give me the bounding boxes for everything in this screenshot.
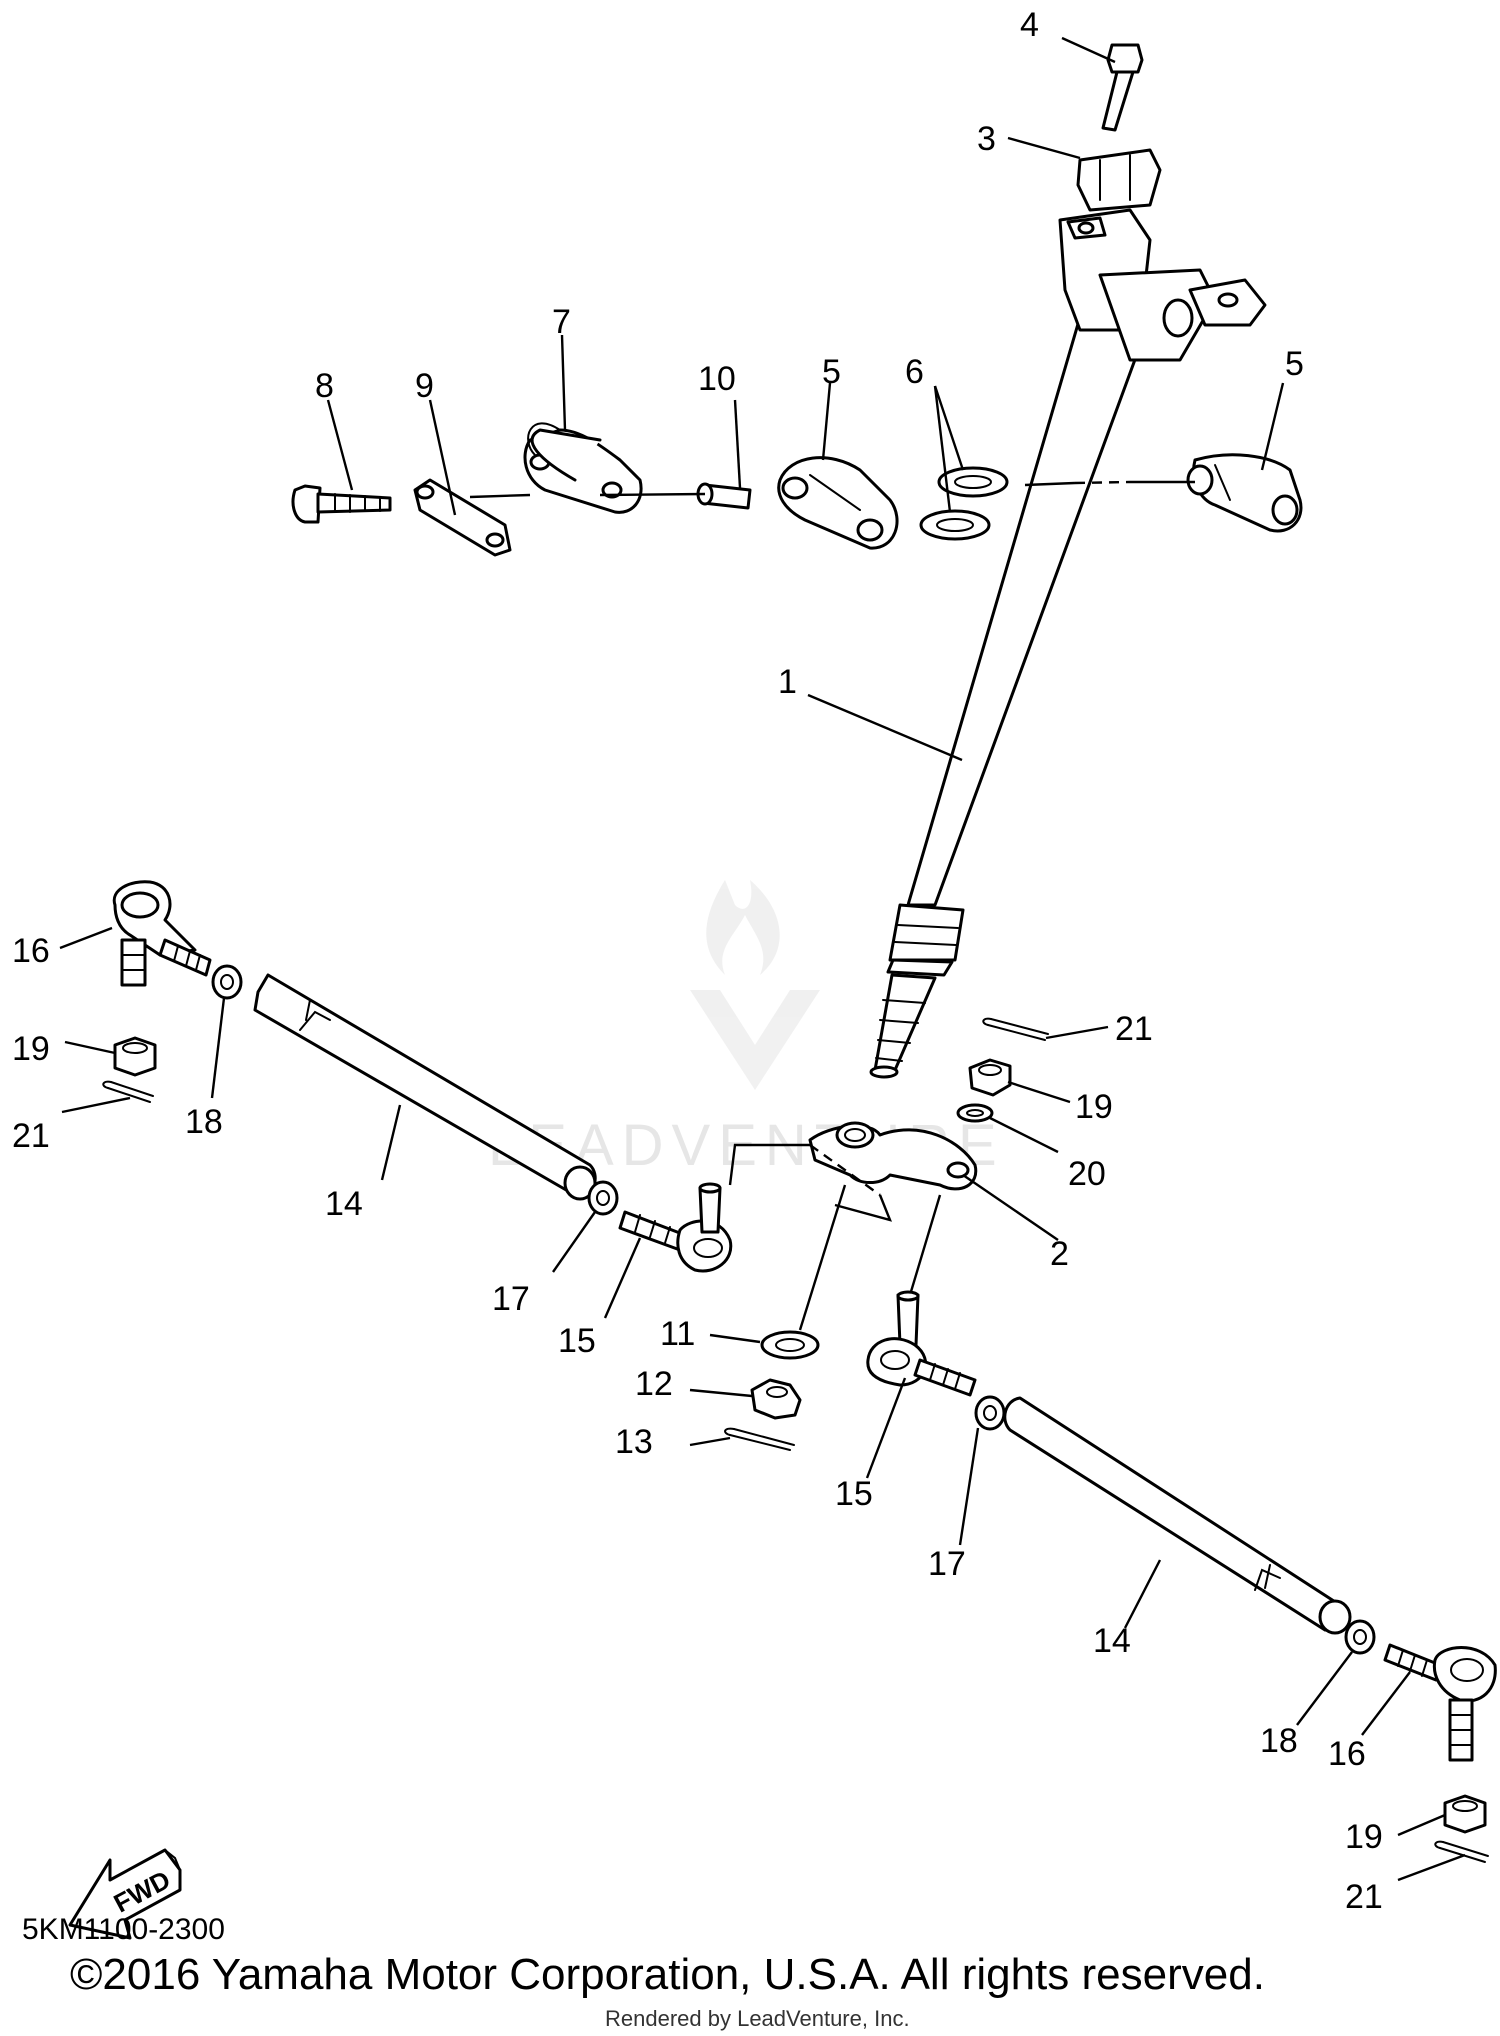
callout-16-right: 16: [1328, 1735, 1366, 1773]
part-1-top-bracket: [1058, 208, 1267, 362]
part-19-nut-right: [1443, 1794, 1487, 1834]
callout-5-left: 5: [822, 353, 841, 391]
watermark-logo: [690, 880, 820, 1090]
leader-lines: [59, 36, 1466, 1882]
part-20-washer: [956, 1103, 994, 1123]
part-4-bolt: [1101, 43, 1144, 132]
part-13-cotter-pin: [724, 1427, 795, 1451]
part-21-pin-upper: [982, 1017, 1049, 1041]
callout-20: 20: [1068, 1155, 1106, 1193]
callout-6: 6: [905, 353, 924, 391]
callout-14-left: 14: [325, 1185, 363, 1223]
part-19-nut-left: [113, 1036, 157, 1077]
callout-13: 13: [615, 1423, 653, 1461]
part-14-tie-rod-right: [1003, 1396, 1352, 1635]
diagram-code: 5KM1100-2300: [22, 1913, 225, 1946]
rendered-by-notice: Rendered by LeadVenture, Inc.: [605, 2006, 910, 2031]
part-18-nut-left: [211, 964, 243, 1000]
part-17-nut-left: [587, 1180, 619, 1216]
callout-labels: 1 2 3 4 5 5 6 7 8 9 10 11 12 13 14 14 15…: [12, 6, 1383, 1916]
callout-8: 8: [315, 367, 334, 405]
part-12-nut: [750, 1378, 802, 1420]
part-11-washer: [760, 1330, 820, 1360]
callout-19-upper: 19: [1075, 1088, 1113, 1126]
callout-17-left: 17: [492, 1280, 530, 1318]
part-18-nut-right: [1344, 1619, 1376, 1655]
callout-15-right: 15: [835, 1475, 873, 1513]
callout-19-right: 19: [1345, 1818, 1383, 1856]
part-19-nut-upper: [968, 1058, 1012, 1097]
part-14-tie-rod-left: [253, 973, 597, 1201]
part-17-nut-right: [974, 1395, 1006, 1431]
part-8-bolt: [291, 484, 392, 524]
part-5-bushing-half-right: [1186, 453, 1303, 533]
callout-1: 1: [778, 663, 797, 701]
callout-16-left: 16: [12, 932, 50, 970]
part-6-washers: [919, 466, 1009, 541]
callout-18-right: 18: [1260, 1722, 1298, 1760]
part-15-tie-rod-end-right: [866, 1290, 977, 1397]
callout-12: 12: [635, 1365, 673, 1403]
part-9-plate: [413, 478, 512, 557]
callout-21-right: 21: [1345, 1878, 1383, 1916]
part-16-tie-rod-end-right: [1383, 1643, 1497, 1762]
part-21-pin-left: [102, 1080, 154, 1103]
callout-21-left: 21: [12, 1117, 50, 1155]
callout-18-left: 18: [185, 1103, 223, 1141]
callout-17-right: 17: [928, 1545, 966, 1583]
callout-19-left: 19: [12, 1030, 50, 1068]
callout-10: 10: [698, 360, 736, 398]
callout-9: 9: [415, 367, 434, 405]
copyright-notice: ©2016 Yamaha Motor Corporation, U.S.A. A…: [70, 1950, 1265, 1999]
part-3-clamp: [1076, 148, 1162, 212]
callout-2: 2: [1050, 1235, 1069, 1273]
part-16-tie-rod-end-left: [112, 880, 212, 987]
part-10-collar: [696, 482, 752, 510]
callout-3: 3: [977, 120, 996, 158]
part-2-pitman-arm: [808, 1121, 978, 1191]
part-15-tie-rod-end-left: [618, 1182, 733, 1273]
callout-5-right: 5: [1285, 345, 1304, 383]
part-21-pin-right: [1434, 1840, 1489, 1863]
callout-11: 11: [660, 1315, 695, 1353]
callout-21-upper: 21: [1115, 1010, 1153, 1048]
callout-14-right: 14: [1093, 1622, 1131, 1660]
callout-4: 4: [1020, 6, 1039, 44]
callout-7: 7: [552, 303, 571, 341]
part-5-bushing-half-left: [777, 456, 899, 550]
part-1-steering-shaft: [869, 298, 1157, 1079]
part-7-bracket: [523, 422, 643, 514]
callout-15-left: 15: [558, 1322, 596, 1360]
